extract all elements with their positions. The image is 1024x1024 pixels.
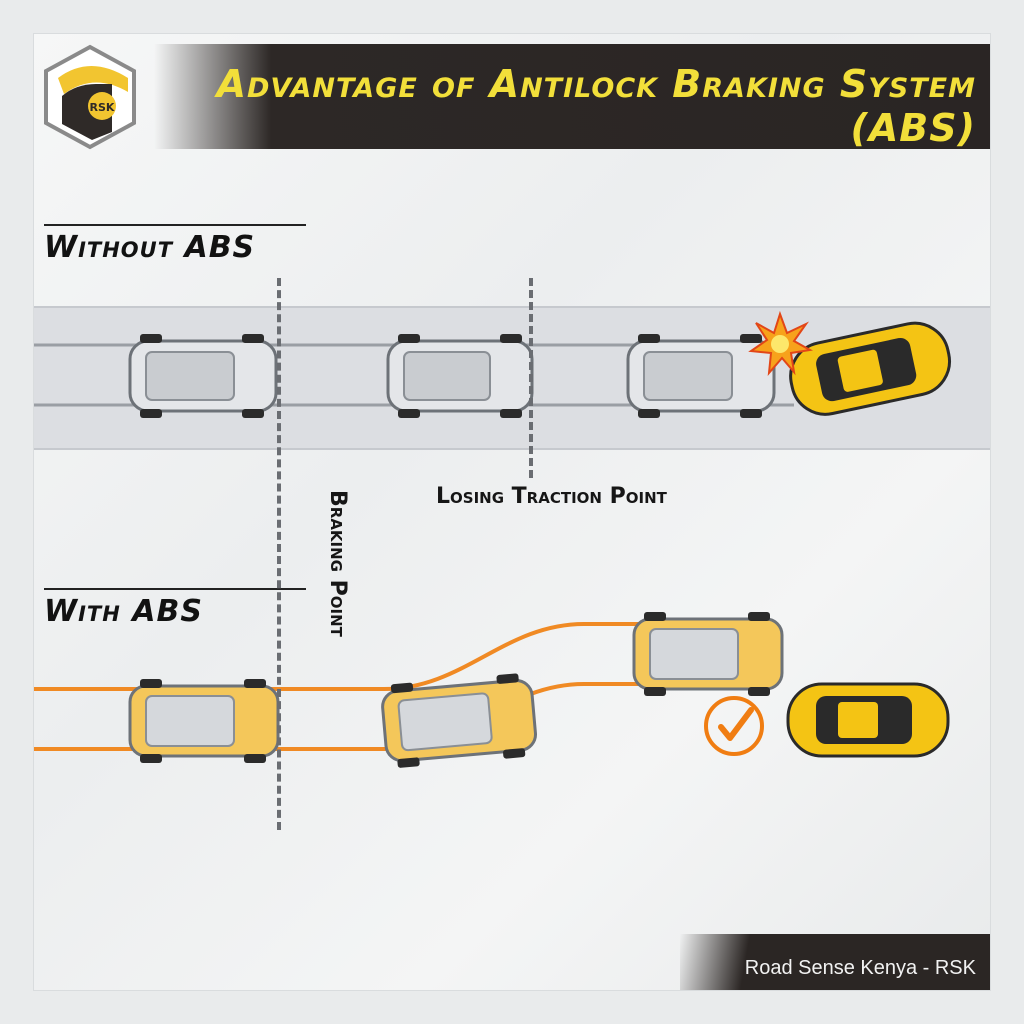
- footer-band: Road Sense Kenya - RSK: [680, 934, 990, 990]
- losing-traction-label: Losing Traction Point: [436, 484, 667, 509]
- section-label-with-abs: With ABS: [44, 588, 306, 629]
- yellow-car-crashed: [789, 321, 951, 416]
- braking-point-line: [277, 278, 281, 830]
- orange-car-3: [632, 612, 784, 696]
- without-abs-scene: [34, 310, 951, 768]
- logo-text: RSK: [90, 101, 115, 114]
- grey-car-1: [128, 334, 278, 418]
- grey-car-2: [386, 334, 534, 418]
- diagram-canvas: Advantage of Antilock Braking System (AB…: [34, 34, 990, 990]
- collision-burst-icon: [748, 310, 813, 377]
- header-band: Advantage of Antilock Braking System (AB…: [154, 44, 990, 150]
- section-label-without-abs: Without ABS: [44, 224, 307, 265]
- rsk-logo: RSK: [44, 44, 136, 150]
- orange-car-2: [381, 673, 537, 768]
- losing-traction-line: [529, 278, 533, 478]
- orange-car-1: [128, 679, 280, 763]
- yellow-car-safe: [786, 682, 950, 758]
- page-title: Advantage of Antilock Braking System (AB…: [216, 62, 976, 150]
- braking-point-label: Braking Point: [325, 490, 350, 637]
- grey-car-3: [626, 334, 776, 418]
- footer-credit: Road Sense Kenya - RSK: [744, 957, 976, 979]
- checkmark-circle-icon: [704, 696, 764, 756]
